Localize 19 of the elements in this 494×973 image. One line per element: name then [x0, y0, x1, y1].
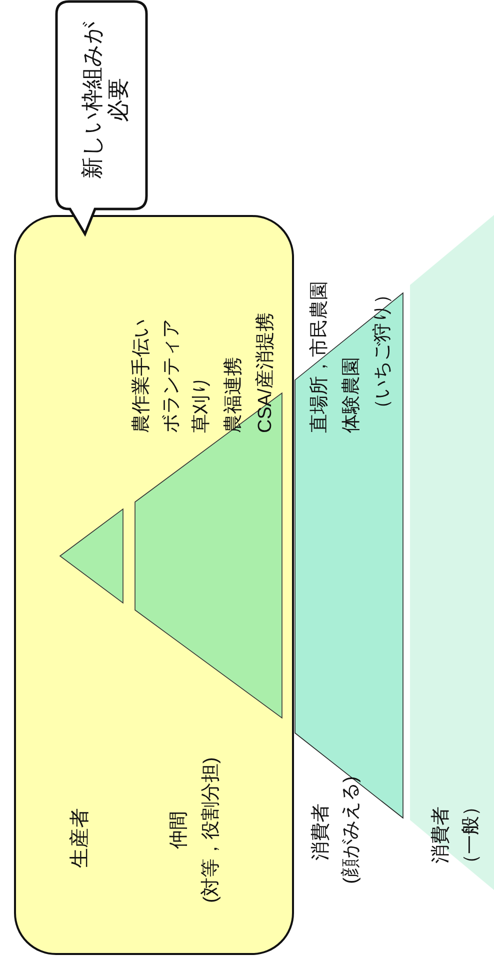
- rounded-panel: [14, 215, 294, 955]
- tier-label: 消費者: [310, 804, 333, 860]
- tier-label: (顔がみえる): [340, 776, 363, 884]
- example-item: 体験農園: [340, 357, 363, 433]
- callout-text: 新しい枠組みが必要: [80, 20, 132, 181]
- tier-label: （一般）: [460, 797, 483, 873]
- pyramid-tip: [60, 508, 122, 602]
- tier-label: 仲間: [168, 810, 190, 848]
- example-item: CSA/産消提携: [255, 312, 278, 432]
- example-item: 農福連携: [223, 356, 246, 432]
- pyramid-band: [410, 215, 494, 890]
- example-item: 直場所，市民農園: [308, 281, 331, 433]
- example-item: （いちご狩り）: [372, 285, 394, 418]
- tier-label: (対等，役割分担): [200, 756, 222, 902]
- tier-label: 生産者: [68, 808, 92, 868]
- example-item: ボランティア: [161, 318, 184, 432]
- example-item: 農作業手伝い: [131, 318, 154, 432]
- tier-label: 消費者: [430, 806, 453, 864]
- example-item: 草刈り: [191, 376, 214, 432]
